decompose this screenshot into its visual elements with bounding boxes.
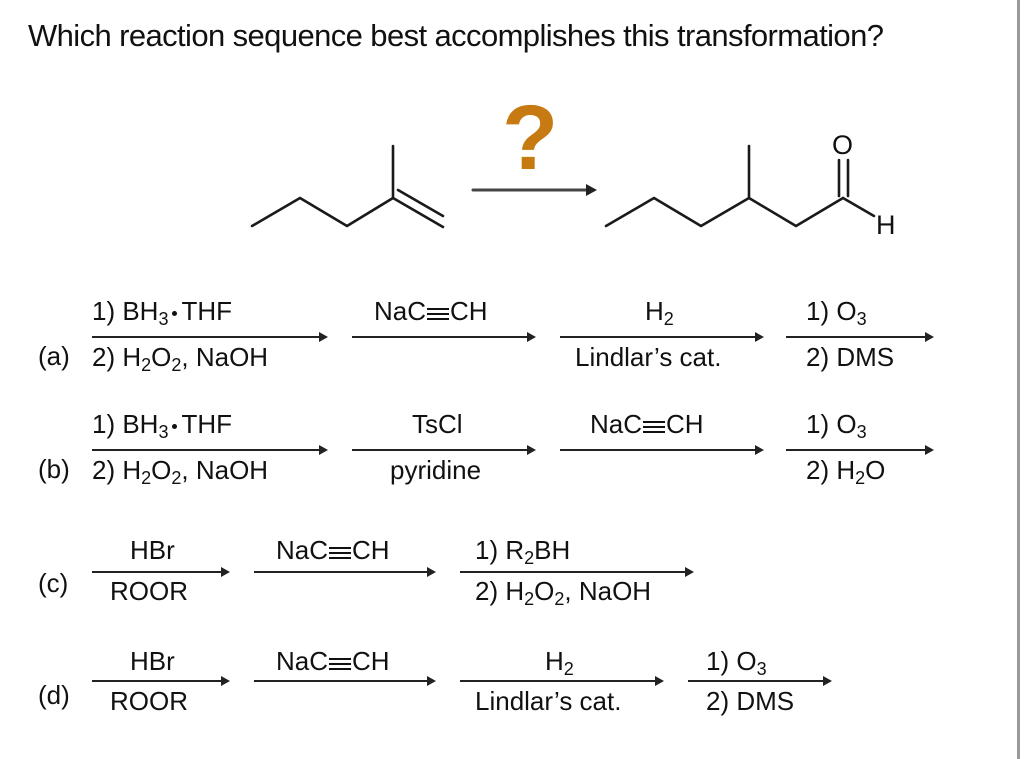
reagent-below: ROOR (110, 686, 188, 716)
reagent-above: H2 (645, 296, 674, 329)
reaction-arrow (254, 676, 436, 686)
reagent-below: pyridine (390, 455, 482, 485)
reagent-below: 2) H2O2, NaOH (92, 342, 269, 375)
reagent-above: 1) O3 (806, 409, 867, 442)
reagent-below: ROOR (110, 576, 188, 606)
page-border (1017, 0, 1020, 759)
triple-bond-icon (329, 544, 352, 560)
reagent-above: H2 (545, 646, 574, 679)
reagent-below: Lindlar’s cat. (575, 342, 722, 372)
reagent-below: 2) H2O (806, 455, 886, 488)
reaction-arrow (460, 567, 694, 577)
triple-bond-icon (643, 418, 666, 434)
unknown-reagent-question-mark: ? (502, 87, 559, 189)
reagent-below: Lindlar’s cat. (475, 686, 622, 716)
arrowhead-icon (586, 184, 597, 196)
triple-bond-icon (427, 305, 450, 321)
reagent-above: TsCl (412, 409, 463, 439)
reagent-below: 2) DMS (706, 686, 795, 716)
option-label: (c) (38, 568, 69, 598)
reagent-above: HBr (130, 646, 175, 676)
reaction-arrow (92, 332, 328, 342)
option-label: (d) (38, 680, 70, 710)
reaction-arrow (352, 332, 536, 342)
reagent-below: 2) H2O2, NaOH (475, 576, 652, 609)
reaction-arrow (352, 445, 536, 455)
option-label: (a) (38, 341, 70, 371)
reaction-arrow (92, 445, 328, 455)
reaction-arrow (560, 332, 764, 342)
reagent-above: 1) O3 (706, 646, 767, 679)
reaction-arrow (254, 567, 436, 577)
reaction-arrow (688, 676, 832, 686)
option-label: (b) (38, 454, 70, 484)
reagent-above: 1) R2BH (475, 535, 571, 568)
page-edge (1020, 0, 1024, 759)
reaction-arrow (92, 567, 230, 577)
oxygen-atom: O (832, 130, 854, 160)
reaction-arrow (786, 332, 934, 342)
reaction-arrow (786, 445, 934, 455)
product-structure (604, 144, 876, 228)
reaction-arrow (460, 676, 664, 686)
reagent-below: 2) DMS (806, 342, 895, 372)
triple-bond-icon (329, 655, 352, 671)
reagent-above: HBr (130, 535, 175, 565)
reaction-arrow (560, 445, 764, 455)
reaction-arrow (92, 676, 230, 686)
question-text: Which reaction sequence best accomplishe… (28, 18, 884, 53)
reagent-below: 2) H2O2, NaOH (92, 455, 269, 488)
reagent-above: 1) O3 (806, 296, 867, 329)
hydrogen-atom: H (876, 210, 896, 240)
starting-material-structure (250, 144, 445, 229)
